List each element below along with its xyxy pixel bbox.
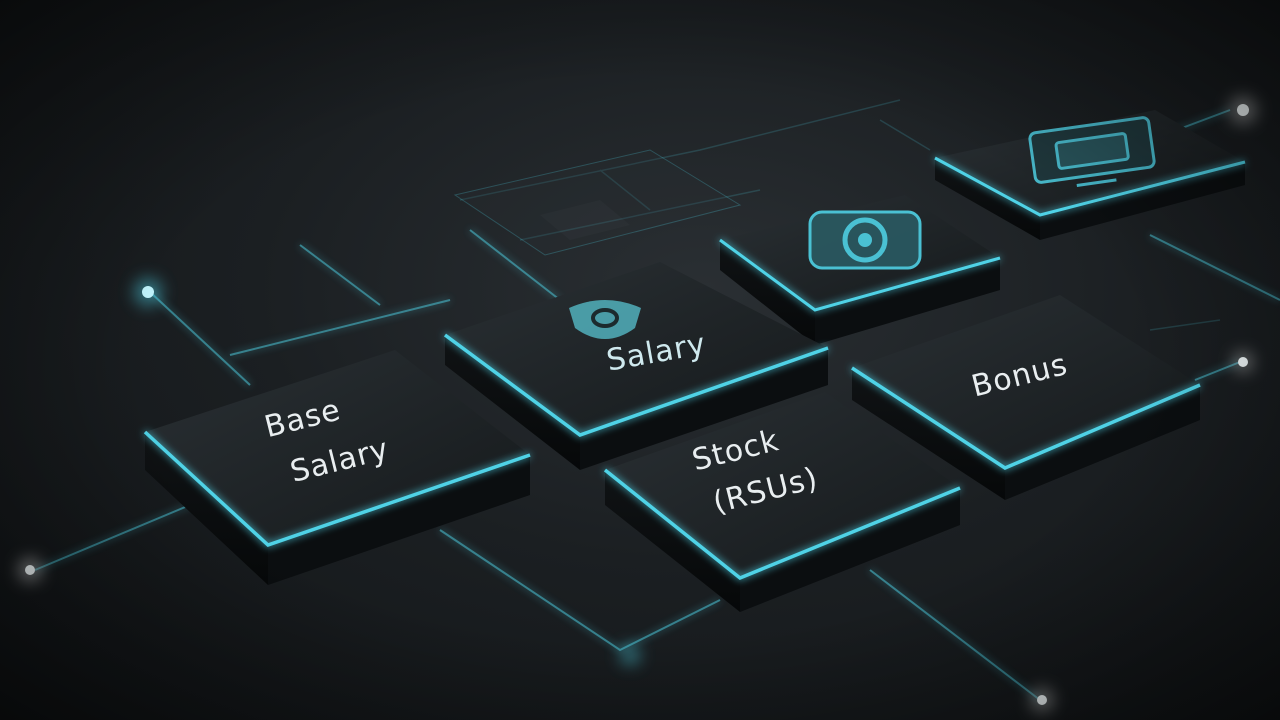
background-tiles bbox=[453, 149, 742, 256]
tile-monitor[interactable] bbox=[934, 110, 1246, 240]
gear-icon bbox=[808, 210, 922, 270]
